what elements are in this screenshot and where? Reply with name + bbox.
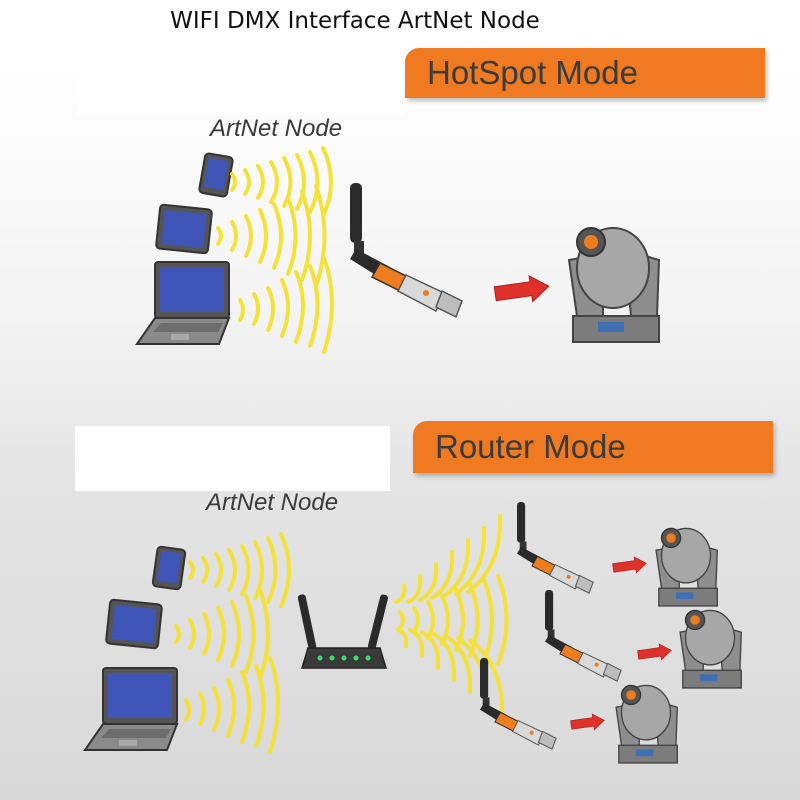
hotspot-wifi-waves [216, 146, 334, 354]
hotspot-mode-label: HotSpot Mode [427, 54, 638, 91]
router-wifi-waves [394, 514, 509, 718]
hotspot-mode-banner: HotSpot Mode [405, 48, 765, 98]
router-wifi-dongle-icon-1 [516, 501, 594, 594]
hotspot-wifi-dongle-icon [349, 182, 463, 318]
router-wifi-dongle-icon-3 [479, 657, 557, 750]
router-laptop-icon [84, 667, 178, 751]
hotspot-blank-panel [78, 45, 403, 115]
hotspot-smartphone-icon [197, 151, 235, 199]
page-title: WIFI DMX Interface ArtNet Node [170, 8, 540, 34]
router-blank-panel [75, 426, 390, 491]
router-wifi-dongle-icon-2 [544, 589, 622, 682]
router-tablet-icon [104, 598, 164, 650]
router-client-wifi-waves [174, 532, 291, 754]
hotspot-laptop-icon [136, 261, 230, 345]
router-mode-label: Router Mode [435, 428, 626, 465]
router-mode-banner: Router Mode [413, 421, 773, 473]
router-moving-head-light-icon-2 [679, 609, 742, 689]
router-smartphone-icon [151, 545, 187, 591]
router-arrow-icon-2 [636, 642, 673, 664]
router-icon [297, 594, 389, 669]
hotspot-arrow-icon [492, 272, 552, 308]
router-moving-head-light-icon-1 [655, 527, 718, 607]
router-moving-head-light-icon-3 [615, 684, 678, 764]
router-artnet-node-label: ArtNet Node [206, 489, 339, 516]
hotspot-artnet-node-label: ArtNet Node [210, 115, 343, 142]
router-arrow-icon-1 [611, 555, 648, 577]
router-arrow-icon-3 [569, 712, 606, 734]
hotspot-tablet-icon [154, 203, 214, 255]
hotspot-moving-head-light-icon [568, 227, 660, 343]
